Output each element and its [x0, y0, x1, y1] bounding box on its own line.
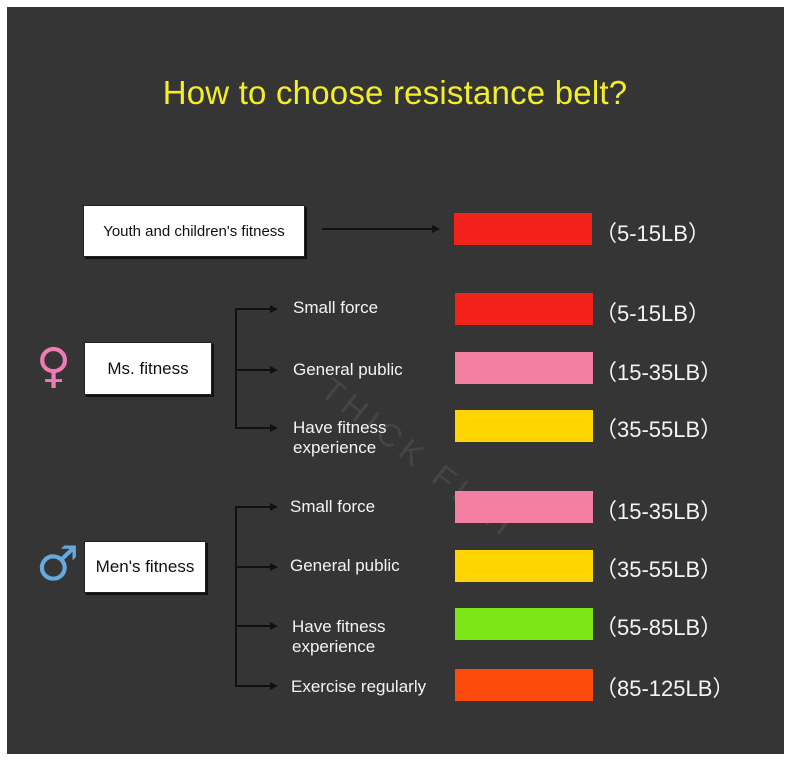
youth-range: （5-15LB）: [595, 221, 710, 246]
women-item-range: （15-35LB）: [595, 360, 723, 385]
men-bracket-vertical: [235, 507, 237, 686]
women-bracket-vertical: [235, 309, 237, 428]
women-branch-arrowhead: [270, 305, 278, 313]
women-branch-line: [235, 427, 271, 429]
men-branch-line: [235, 625, 271, 627]
women-item-range: （35-55LB）: [595, 417, 723, 442]
women-branch-arrowhead: [270, 424, 278, 432]
women-branch-line: [235, 369, 271, 371]
women-item-label: Have fitness experience: [293, 418, 387, 457]
women-item-label: General public: [293, 360, 403, 379]
men-item-swatch: [455, 550, 593, 582]
youth-arrow-line: [322, 228, 434, 230]
men-branch-line: [235, 506, 271, 508]
men-item-label: Exercise regularly: [291, 677, 427, 696]
women-fitness-label: Ms. fitness: [107, 358, 189, 378]
men-item-swatch: [455, 669, 593, 701]
male-symbol-icon: ♂: [36, 536, 80, 592]
women-branch-line: [235, 308, 271, 310]
men-item-range: （85-125LB）: [595, 676, 735, 701]
men-item-swatch: [455, 608, 593, 640]
youth-fitness-label: Youth and children's fitness: [103, 222, 285, 240]
men-branch-arrowhead: [270, 682, 278, 690]
female-symbol-icon: ♀: [36, 338, 72, 394]
men-branch-arrowhead: [270, 622, 278, 630]
women-fitness-box: Ms. fitness: [84, 342, 212, 395]
men-item-range: （35-55LB）: [595, 557, 723, 582]
youth-fitness-box: Youth and children's fitness: [83, 205, 305, 257]
men-item-swatch: [455, 491, 593, 523]
women-item-label: Small force: [293, 298, 379, 317]
men-branch-arrowhead: [270, 563, 278, 571]
women-item-swatch: [455, 352, 593, 384]
men-item-label: Have fitness experience: [292, 617, 386, 656]
youth-arrowhead: [432, 225, 440, 233]
women-item-range: （5-15LB）: [595, 301, 710, 326]
women-item-swatch: [455, 293, 593, 325]
men-fitness-label: Men's fitness: [95, 557, 195, 576]
men-branch-line: [235, 566, 271, 568]
men-item-range: （55-85LB）: [595, 615, 723, 640]
men-branch-arrowhead: [270, 503, 278, 511]
men-item-range: （15-35LB）: [595, 499, 723, 524]
women-item-swatch: [455, 410, 593, 442]
women-branch-arrowhead: [270, 366, 278, 374]
men-branch-line: [235, 685, 271, 687]
men-item-label: General public: [290, 556, 400, 575]
page-title: How to choose resistance belt?: [162, 74, 628, 111]
men-item-label: Small force: [290, 497, 376, 516]
youth-color-swatch: [454, 213, 592, 245]
men-fitness-box: Men's fitness: [84, 541, 206, 593]
